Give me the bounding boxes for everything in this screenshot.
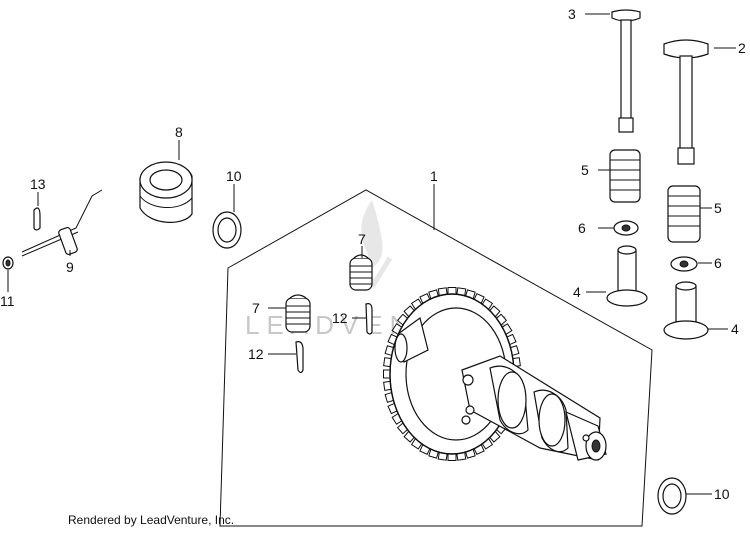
callout-10-left: 10 [226,168,242,184]
valve-spring-left [609,149,641,203]
callout-2: 2 [738,40,746,56]
governor-arm-shaft [21,189,103,257]
weight-spring-lower [285,294,311,333]
callout-5-left: 5 [581,162,589,178]
callout-11: 11 [0,293,15,309]
callout-3: 3 [568,6,576,22]
cotter-pin-upper [365,303,373,335]
valve-spring-right [667,185,701,243]
callout-12-lower: 12 [248,346,264,362]
spring-retainer-right [670,256,698,272]
callout-6-right: 6 [714,255,722,271]
governor-holder [139,161,193,223]
washer-small [2,256,14,270]
leader-lines [7,13,736,495]
washer-right [657,477,687,515]
callout-8: 8 [175,124,183,140]
callout-4-right: 4 [731,321,739,337]
tappet-right [663,281,709,340]
clip-13 [33,207,41,231]
cotter-pin-lower [295,341,304,374]
callout-6-left: 6 [578,220,586,236]
callout-5-right: 5 [714,200,722,216]
callout-7-lower: 7 [252,300,260,316]
camshaft [394,316,607,461]
callout-1: 1 [430,168,438,184]
weight-spring-upper [349,254,373,291]
washer-left [212,211,242,249]
callout-10-right: 10 [714,486,730,502]
render-credit: Rendered by LeadVenture, Inc. [68,513,235,527]
callout-13: 13 [30,176,46,192]
callout-4-left: 4 [573,284,581,300]
tappet-left [606,245,648,307]
callout-7-upper: 7 [358,231,366,247]
callout-9: 9 [66,259,74,275]
valve-exhaust [611,9,641,133]
assembly-boundary [219,189,653,527]
spring-retainer-left [613,220,639,236]
callout-12-upper: 12 [332,310,348,326]
valve-intake [663,39,709,165]
